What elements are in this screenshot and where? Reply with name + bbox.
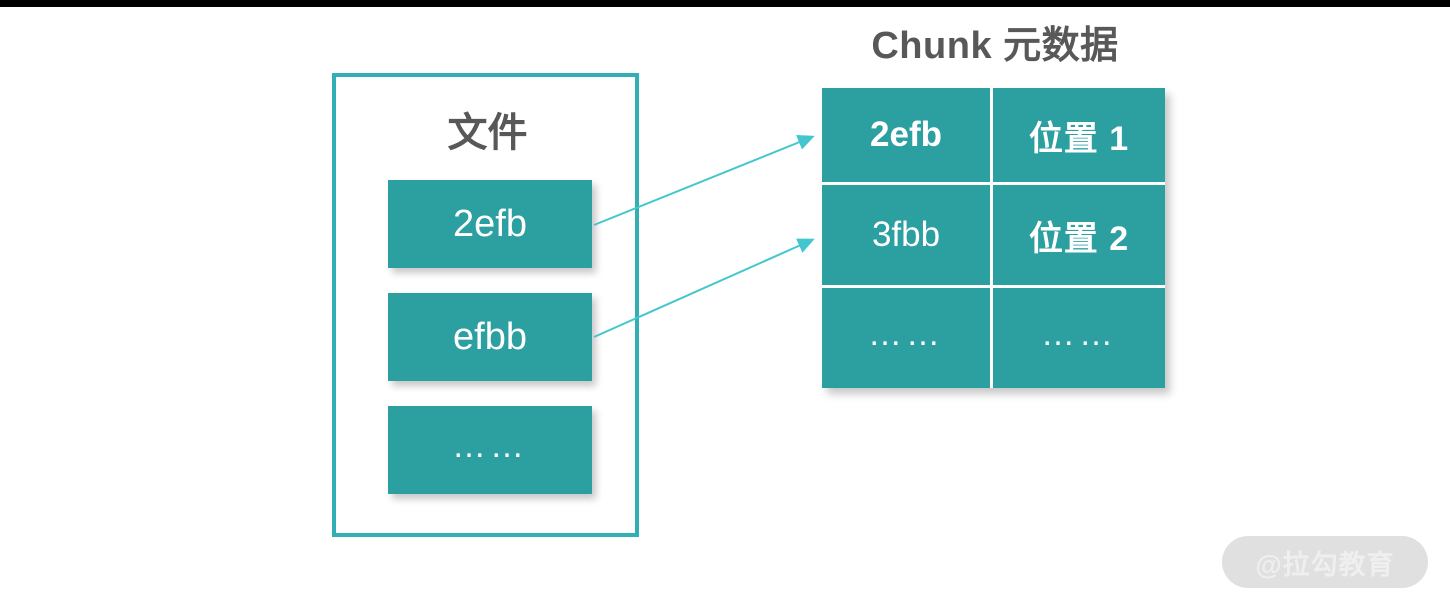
table-cell-location: 位置 1: [993, 88, 1165, 185]
table-cell-location: ……: [993, 288, 1165, 388]
watermark-text: @拉勾教育: [1255, 549, 1395, 580]
file-chunk-label: ……: [452, 427, 528, 465]
file-chunk-block: ……: [388, 406, 592, 494]
metadata-table: 2efb 位置 1 3fbb 位置 2 …… ……: [822, 88, 1165, 388]
watermark-badge: @拉勾教育: [1222, 536, 1428, 588]
table-cell-hash: ……: [822, 288, 993, 388]
metadata-title: Chunk 元数据: [871, 25, 1119, 67]
table-cell-hash-text: ……: [868, 315, 944, 353]
top-black-bar: [0, 0, 1450, 7]
file-chunk-label: efbb: [453, 315, 527, 358]
table-cell-location: 位置 2: [993, 185, 1165, 288]
table-cell-hash: 3fbb: [822, 185, 993, 288]
table-cell-location-text: 位置 2: [1028, 219, 1130, 258]
table-cell-hash-text: 2efb: [870, 115, 942, 154]
file-chunk-block: 2efb: [388, 180, 592, 268]
table-cell-location-text: ……: [1041, 315, 1117, 353]
file-panel-title: 文件: [447, 111, 528, 155]
table-cell-hash-text: 3fbb: [871, 215, 941, 254]
file-chunk-label: 2efb: [453, 202, 527, 245]
file-chunk-block: efbb: [388, 293, 592, 381]
table-cell-hash: 2efb: [822, 88, 993, 185]
table-cell-location-text: 位置 1: [1028, 119, 1130, 158]
